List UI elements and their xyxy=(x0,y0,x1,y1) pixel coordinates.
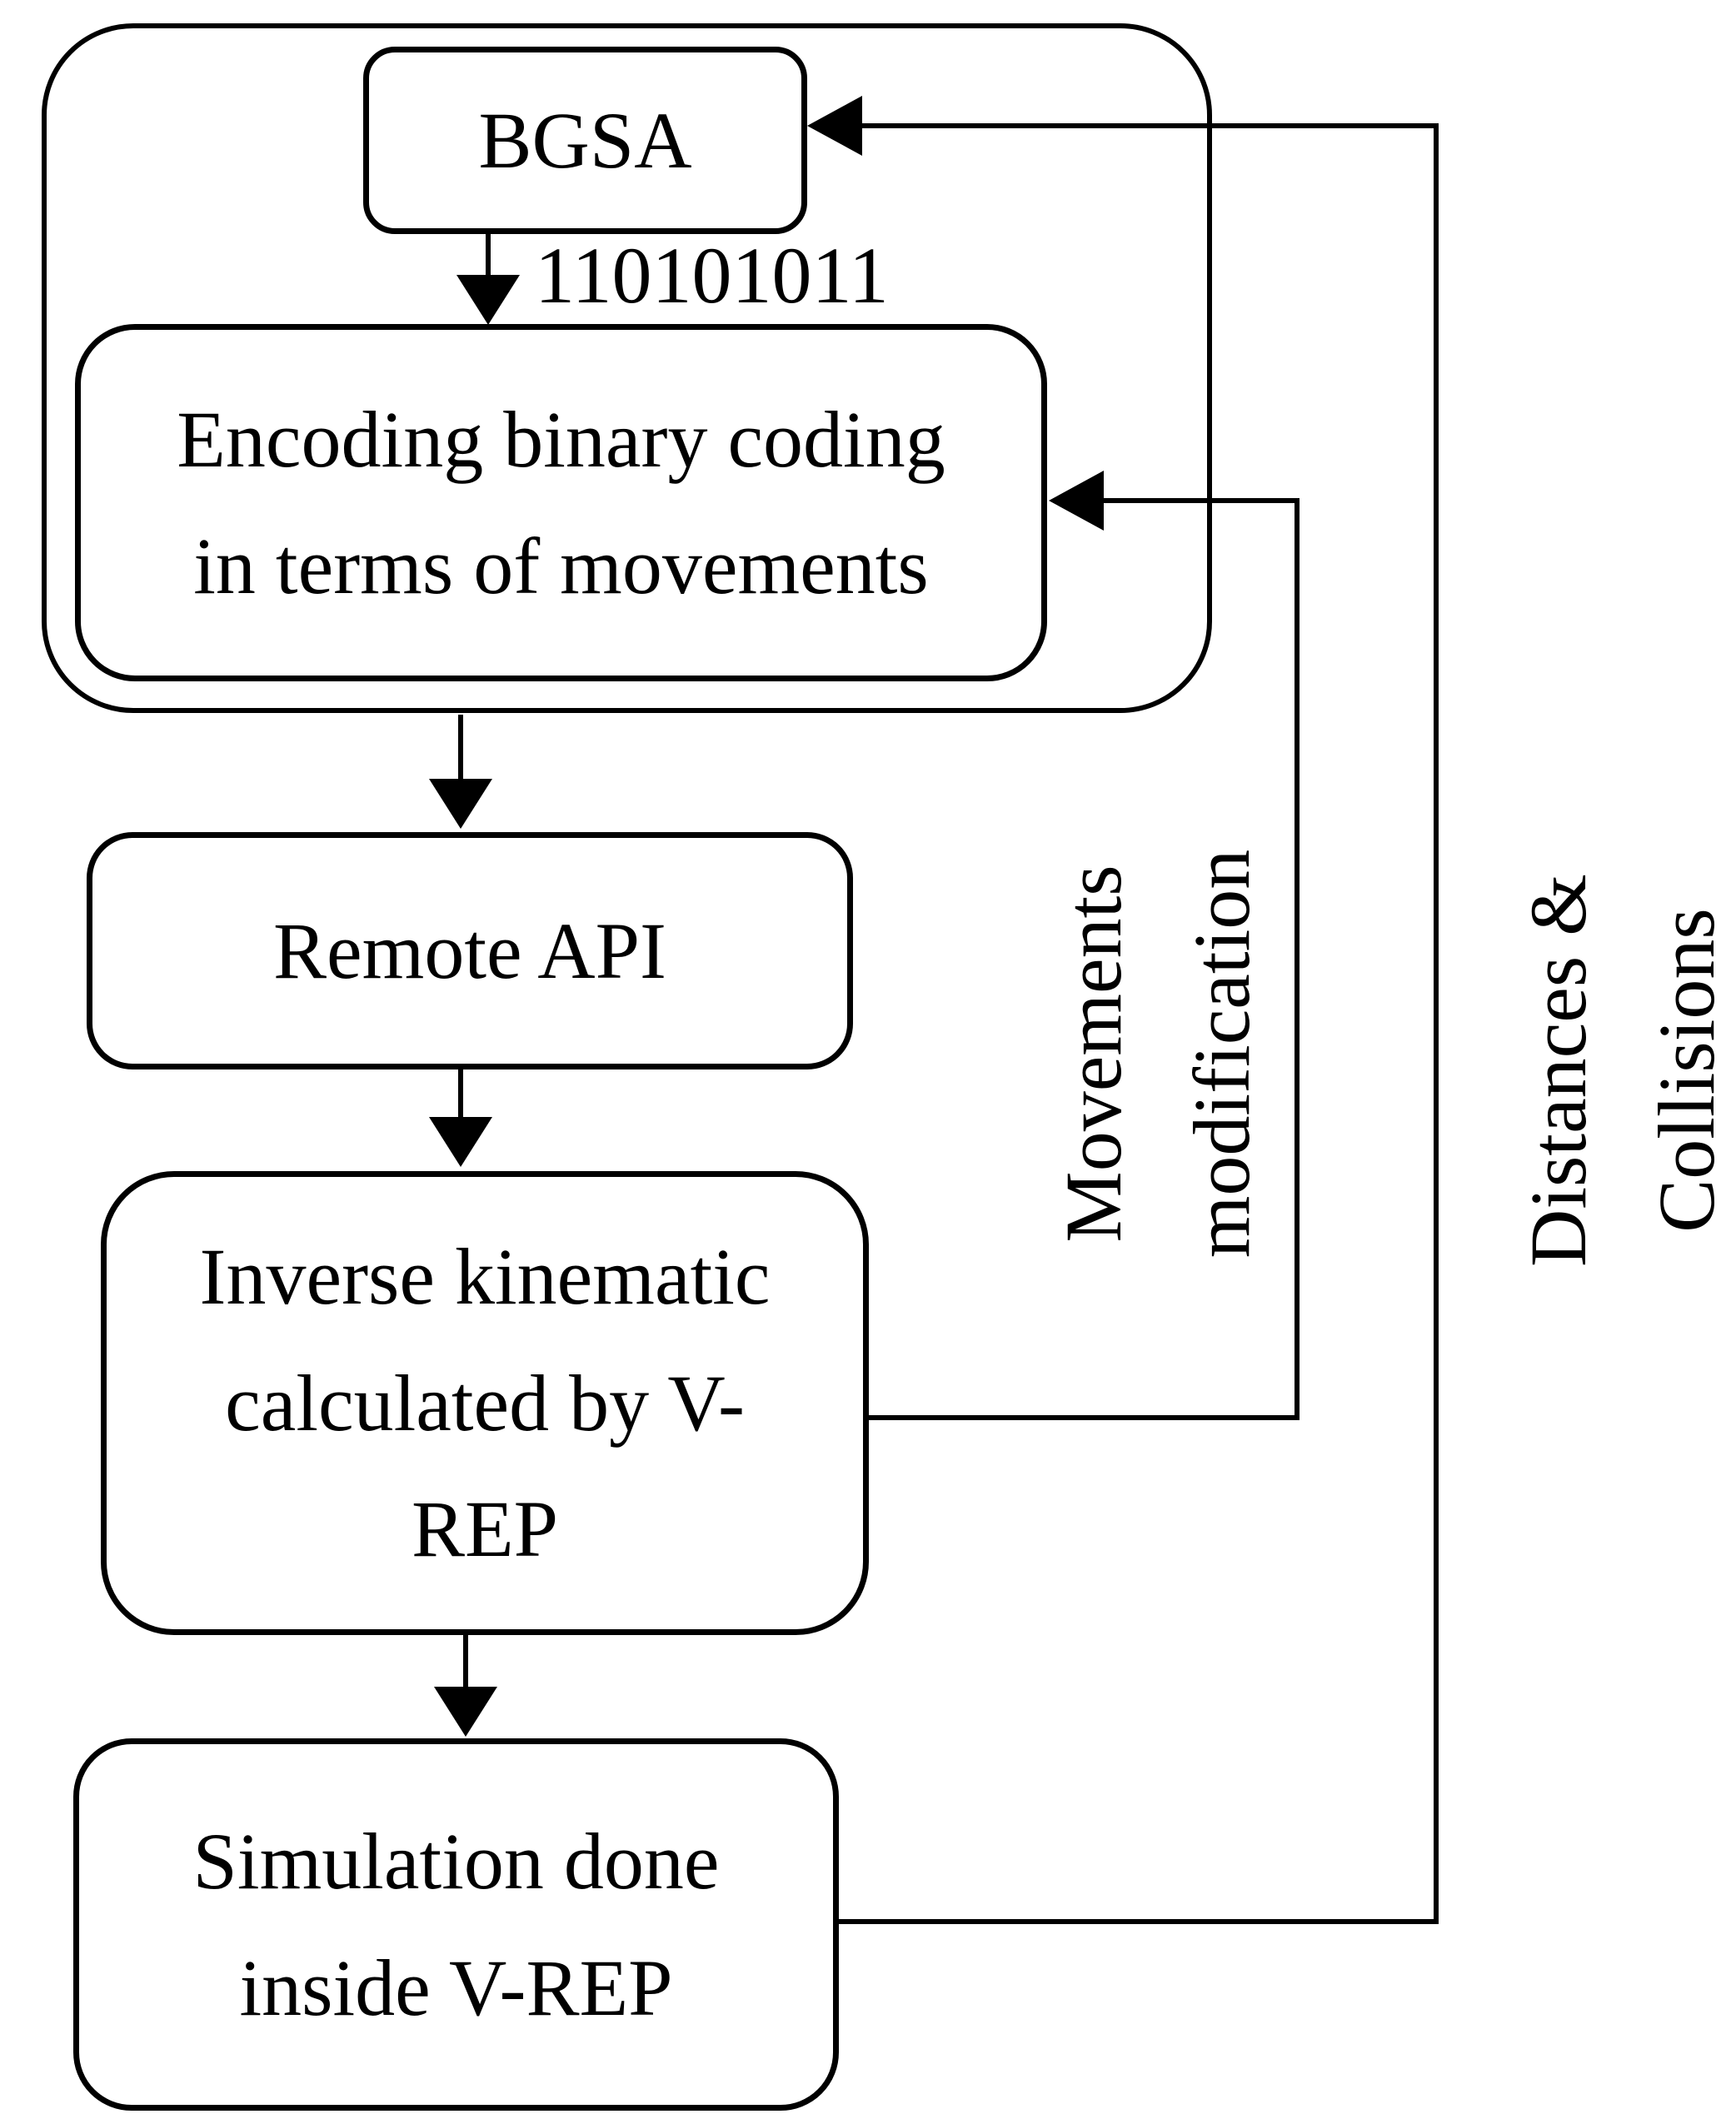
feedback-distances-vertical-segment xyxy=(1434,123,1439,1924)
node-encoding-line1: Encoding binary coding xyxy=(177,394,945,484)
arrow-line-bgsa-to-encoding xyxy=(486,234,491,280)
distances-label-line1: Distances & xyxy=(1514,874,1604,1267)
node-inverse-kinematic-line2: calculated by V- xyxy=(225,1358,745,1448)
node-encoding: Encoding binary coding in terms of movem… xyxy=(75,324,1047,681)
movements-label-line1: Movements xyxy=(1049,865,1139,1243)
node-simulation-line2: inside V-REP xyxy=(239,1942,673,2032)
arrow-line-encoding-to-remoteapi xyxy=(458,715,463,784)
arrowhead-movements-into-encoding xyxy=(1049,471,1104,531)
node-simulation: Simulation done inside V-REP xyxy=(73,1738,839,2111)
node-inverse-kinematic-line1: Inverse kinematic xyxy=(199,1231,771,1321)
node-bgsa: BGSA xyxy=(363,47,807,234)
binary-string-label: 110101011 xyxy=(535,231,889,320)
arrow-line-inverse-to-simulation xyxy=(463,1635,468,1692)
arrowhead-bgsa-to-encoding xyxy=(456,275,520,325)
node-inverse-kinematic-line3: REP xyxy=(411,1484,559,1574)
feedback-movements-top-segment xyxy=(1102,498,1300,503)
movements-label-line2: modification xyxy=(1177,849,1266,1259)
feedback-movements-vertical-segment xyxy=(1295,498,1300,1420)
node-simulation-line1: Simulation done xyxy=(192,1816,720,1906)
feedback-movements-bottom-segment xyxy=(869,1415,1300,1420)
arrowhead-remoteapi-to-inverse xyxy=(429,1117,492,1167)
movements-modification-label: Movements modification xyxy=(1030,837,1286,1270)
arrowhead-inverse-to-simulation xyxy=(434,1687,497,1737)
node-bgsa-label: BGSA xyxy=(478,95,692,185)
bgsa-encoding-group-container xyxy=(42,23,1212,713)
feedback-distances-top-segment xyxy=(862,123,1439,128)
arrowhead-encoding-to-remoteapi xyxy=(429,779,492,829)
feedback-distances-bottom-segment xyxy=(839,1919,1439,1924)
arrow-line-remoteapi-to-inverse xyxy=(458,1069,463,1122)
node-remote-api-label: Remote API xyxy=(273,905,666,995)
arrowhead-distances-into-bgsa xyxy=(807,96,862,156)
node-encoding-line2: in terms of movements xyxy=(193,521,929,611)
node-remote-api: Remote API xyxy=(87,832,853,1069)
distances-collisions-label: Distances & Collisions xyxy=(1494,854,1736,1287)
node-inverse-kinematic: Inverse kinematic calculated by V- REP xyxy=(101,1171,869,1635)
distances-label-line2: Collisions xyxy=(1642,908,1731,1233)
